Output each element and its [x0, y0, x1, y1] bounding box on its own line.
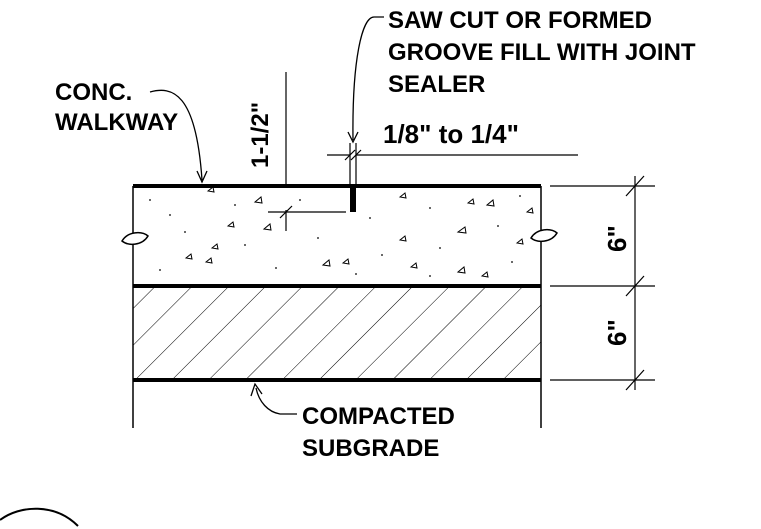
slab-thickness-label: 6" [602, 225, 632, 252]
saw-cut-label-line1: SAW CUT OR FORMED [388, 7, 652, 34]
saw-cut-leader [347, 16, 384, 144]
walkway-label-line1: CONC. [55, 79, 132, 106]
detail-callout-circle [0, 507, 79, 527]
section-lines [132, 184, 542, 428]
subgrade-leader [250, 382, 297, 415]
joint-depth-label: 1-1/2" [247, 102, 274, 168]
thickness-dimensions [550, 175, 655, 391]
saw-cut-groove [350, 186, 356, 212]
concrete-aggregate [184, 186, 534, 278]
subgrade-thickness-label: 6" [602, 319, 632, 346]
saw-cut-label-line3: SEALER [388, 71, 485, 98]
walkway-leader [149, 89, 208, 184]
concrete-dots [149, 195, 521, 277]
joint-width-dimension [327, 143, 578, 186]
joint-depth-dimension [268, 72, 346, 231]
subgrade-hatch [133, 286, 541, 380]
saw-cut-label-line2: GROOVE FILL WITH JOINT [388, 39, 696, 66]
joint-width-label: 1/8" to 1/4" [383, 119, 519, 149]
walkway-label-line2: WALKWAY [55, 109, 178, 136]
subgrade-label-line2: SUBGRADE [302, 435, 439, 462]
break-symbols [121, 228, 558, 246]
subgrade-label-line1: COMPACTED [302, 403, 455, 430]
